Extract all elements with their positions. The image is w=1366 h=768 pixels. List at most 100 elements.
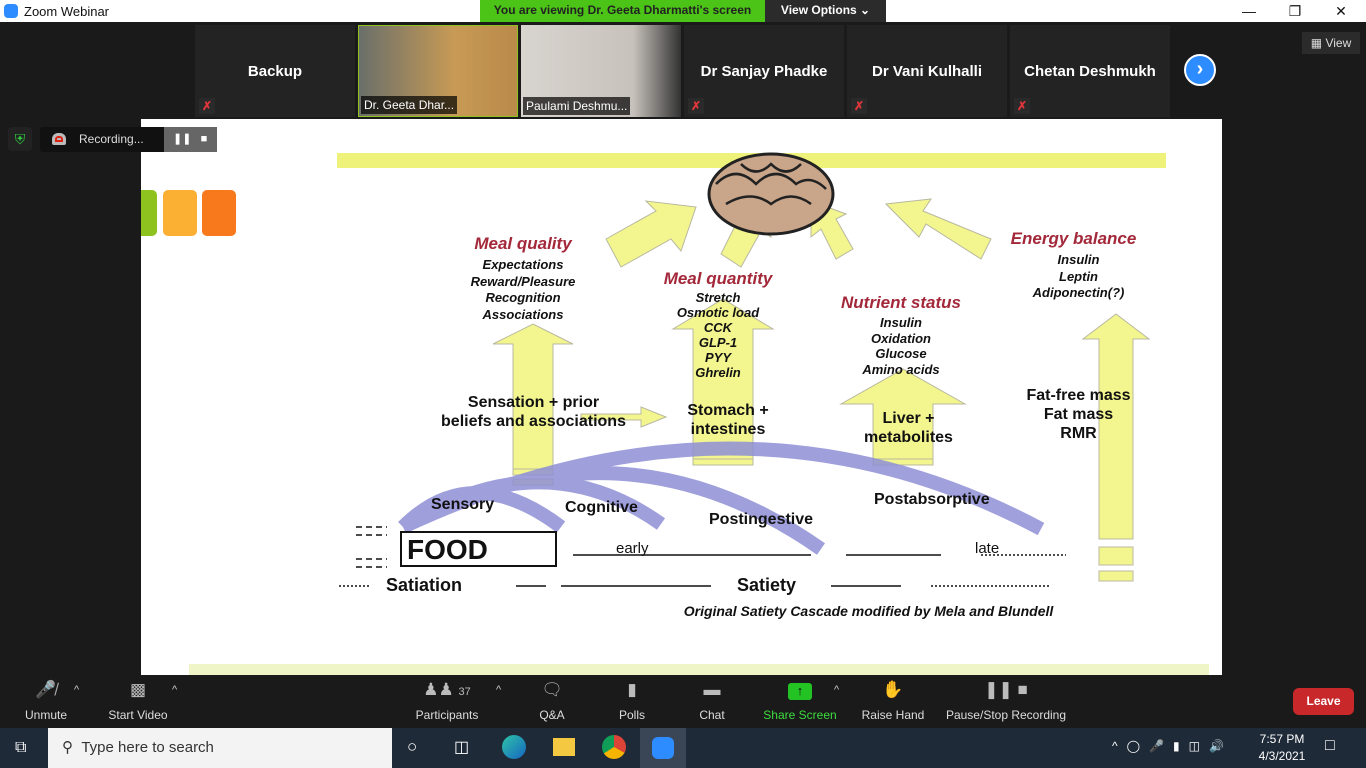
edge-icon[interactable] (502, 735, 526, 759)
food-label: FOOD (407, 534, 488, 565)
security-shield-icon[interactable]: ⛨ (8, 127, 32, 151)
phase-postingestive: Postingestive (709, 511, 814, 528)
participant-tile[interactable]: Dr Vani Kulhalli ✗ (847, 25, 1007, 117)
decor-square (141, 190, 157, 236)
participant-video-tile[interactable]: Dr. Geeta Dhar... (358, 25, 518, 117)
video-options-caret[interactable]: ^ (172, 684, 178, 696)
participant-name: Backup (247, 62, 303, 80)
stop-recording-icon[interactable]: ■ (200, 133, 208, 145)
satiety-cascade-diagram (339, 152, 1151, 587)
pause-recording-icon[interactable]: ❚❚ (173, 133, 192, 145)
recording-controls[interactable]: ❚❚ ■ (164, 127, 217, 152)
zoom-logo-icon (4, 4, 18, 18)
maximize-button[interactable]: ❐ (1288, 3, 1302, 19)
polls-icon: ▮ (627, 680, 637, 699)
nutrient-status-heading: Nutrient status (841, 293, 961, 312)
recording-indicator: Recording... ❚❚ ■ (40, 127, 217, 152)
phase-sensory: Sensory (431, 496, 495, 513)
stomach-label: Stomach + intestines (687, 402, 769, 438)
decor-square (202, 190, 236, 236)
chat-button[interactable]: ▬Chat (692, 680, 732, 722)
participant-tile[interactable]: Backup✗ (195, 25, 355, 117)
notifications-icon[interactable]: □ (1325, 737, 1335, 754)
view-button[interactable]: ▦ View (1302, 32, 1360, 54)
arrow-sensation-stomach (580, 406, 668, 428)
unmute-button[interactable]: 🎤̸Unmute (18, 680, 74, 722)
sensation-label: Sensation + prior beliefs and associatio… (441, 394, 626, 430)
system-tray-icons[interactable]: ^◯🎤▮◫🔊 (1112, 739, 1233, 753)
slide-bottom-bar (189, 664, 1209, 675)
raise-hand-icon: ✋ (882, 680, 904, 699)
qa-icon: 🗨 (541, 680, 563, 699)
meal-quality-heading: Meal quality (474, 234, 572, 253)
arrow-stomach (671, 298, 775, 460)
chrome-icon[interactable] (602, 735, 626, 759)
share-screen-icon: ↑ (762, 680, 838, 702)
recording-label: Recording... (79, 132, 144, 146)
view-options-button[interactable]: View Options ⌄ (765, 0, 886, 22)
satiety-label: Satiety (737, 575, 797, 595)
search-placeholder: Type here to search (81, 739, 214, 756)
audio-options-caret[interactable]: ^ (74, 684, 80, 696)
polls-button[interactable]: ▮Polls (612, 680, 652, 722)
participant-name: Dr Vani Kulhalli (871, 62, 983, 80)
muted-mic-icon: ✗ (688, 98, 704, 114)
window-title: Zoom Webinar (24, 4, 110, 19)
pause-stop-icon: ❚❚ ■ (984, 680, 1028, 699)
liver-label: Liver + metabolites (864, 410, 953, 446)
arrow-to-brain-left (605, 200, 697, 268)
phase-cognitive: Cognitive (565, 499, 638, 516)
start-video-button[interactable]: ▩Start Video (104, 680, 172, 722)
taskbar-search-input[interactable]: ⚲ Type here to search (48, 728, 392, 768)
participant-video-tile[interactable]: Paulami Deshmu... (521, 25, 681, 117)
close-button[interactable]: ✕ (1335, 3, 1347, 19)
participant-name: Chetan Deshmukh (1024, 62, 1156, 80)
arrow-meal-quality (492, 323, 574, 470)
arrow-fat (1081, 313, 1151, 540)
arrow-liver (839, 368, 967, 460)
participant-name: Paulami Deshmu... (523, 97, 631, 115)
view-label: View (1325, 36, 1352, 50)
share-screen-caret[interactable]: ^ (834, 684, 840, 696)
meal-quantity-heading: Meal quantity (663, 269, 773, 288)
share-screen-button[interactable]: ↑Share Screen (762, 680, 838, 722)
windows-start-icon[interactable]: ⧉ (15, 739, 27, 756)
energy-balance-heading: Energy balance (1010, 229, 1137, 248)
muted-mic-icon: ✗ (1014, 98, 1030, 114)
file-explorer-icon[interactable] (553, 738, 575, 756)
participants-caret[interactable]: ^ (496, 684, 502, 696)
viewing-banner: You are viewing Dr. Geeta Dharmatti's sc… (480, 0, 765, 22)
zoom-taskbar-button[interactable] (640, 728, 686, 768)
raise-hand-button[interactable]: ✋Raise Hand (861, 680, 925, 722)
food-box (400, 531, 557, 567)
participant-tile[interactable]: Dr Sanjay Phadke ✗ (684, 25, 844, 117)
arrow-to-brain-right (884, 198, 992, 260)
view-options-label: View Options (780, 3, 857, 17)
participants-icon: ♟♟ 37 (423, 680, 471, 699)
minimize-button[interactable]: — (1242, 3, 1256, 19)
decor-square (163, 190, 197, 236)
participant-name: Dr Sanjay Phadke (700, 62, 828, 80)
phase-postabsorptive: Postabsorptive (874, 491, 990, 508)
task-view-icon[interactable]: ◫ (454, 739, 470, 756)
chat-icon: ▬ (703, 680, 721, 699)
late-label: late (975, 540, 1000, 557)
qa-button[interactable]: 🗨Q&A (532, 680, 572, 722)
muted-mic-icon: ✗ (851, 98, 867, 114)
next-page-arrow-icon[interactable]: › (1184, 54, 1216, 86)
video-off-icon: ▩ (129, 680, 147, 699)
pause-stop-recording-button[interactable]: ❚❚ ■Pause/Stop Recording (945, 680, 1067, 722)
muted-mic-icon: 🎤̸ (35, 680, 57, 699)
cortana-icon[interactable]: ○ (407, 737, 418, 756)
participant-tile[interactable]: Chetan Deshmukh ✗ (1010, 25, 1170, 117)
satiation-label: Satiation (386, 575, 463, 595)
leave-button[interactable]: Leave (1293, 688, 1354, 715)
brain-icon (707, 152, 835, 236)
